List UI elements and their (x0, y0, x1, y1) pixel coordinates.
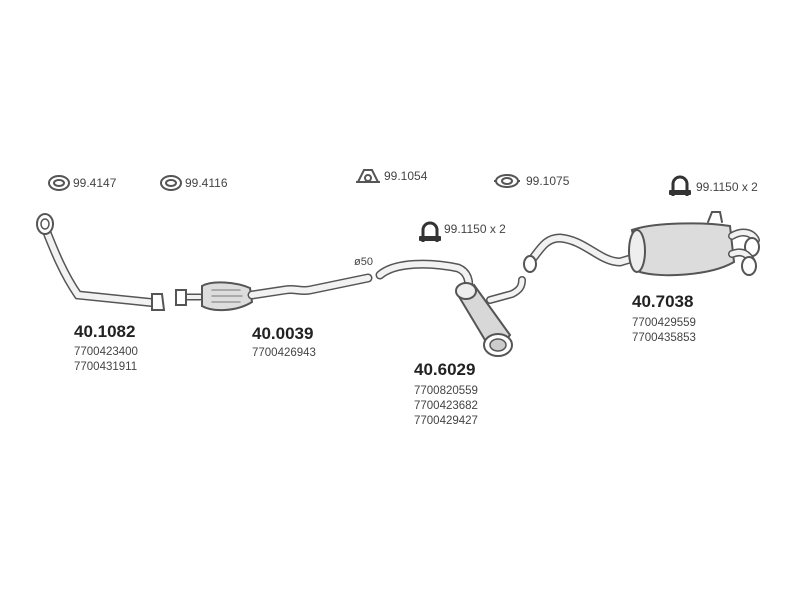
rear-silencer (523, 211, 760, 277)
part-front-pipe: 40.1082 7700423400 7700431911 (74, 322, 138, 375)
oe-numbers: 7700429559 7700435853 (632, 316, 696, 346)
centre-silencer (375, 259, 526, 357)
front-pipe (36, 213, 166, 311)
pipe-clamp-icon (494, 174, 520, 188)
accessory-label-ubolt-mid: 99.1150 x 2 (444, 222, 506, 236)
gasket-ring-icon-1 (48, 175, 70, 191)
u-bolt-icon-mid (419, 221, 441, 242)
accessory-label-gasket-2: 99.4116 (185, 176, 228, 190)
rubber-mount-icon (356, 169, 380, 183)
part-code: 40.7038 (632, 292, 694, 311)
part-rear-silencer: 40.7038 7700429559 7700435853 (632, 292, 696, 346)
accessory-label-gasket-1: 99.4147 (73, 176, 117, 190)
accessory-label-clamp: 99.1075 (526, 174, 570, 188)
oe-numbers: 7700423400 7700431911 (74, 345, 138, 375)
u-bolt-icon-right (669, 175, 691, 196)
part-centre-silencer: 40.6029 7700820559 7700423682 7700429427 (414, 360, 478, 429)
part-code: 40.6029 (414, 360, 476, 379)
accessory-label-ubolt-right: 99.1150 x 2 (696, 180, 758, 194)
part-code: 40.0039 (252, 324, 314, 343)
catalytic-converter (175, 273, 373, 312)
oe-number: 7700426943 (252, 347, 316, 359)
part-code: 40.1082 (74, 322, 136, 341)
oe-number: 7700435853 (632, 332, 696, 344)
oe-number: 7700431911 (74, 361, 138, 373)
pipe-diameter-label: ø50 (354, 256, 373, 268)
oe-number: 7700423400 (74, 346, 138, 358)
oe-number: 7700429559 (632, 317, 696, 329)
oe-numbers: 7700820559 7700423682 7700429427 (414, 384, 478, 429)
oe-number: 7700429427 (414, 415, 478, 427)
oe-numbers: 7700426943 (252, 346, 316, 361)
oe-number: 7700820559 (414, 385, 478, 397)
oe-number: 7700423682 (414, 400, 478, 412)
gasket-ring-icon-2 (160, 175, 182, 191)
part-catalytic-converter: 40.0039 7700426943 (252, 324, 316, 361)
accessory-label-mount: 99.1054 (384, 169, 428, 183)
